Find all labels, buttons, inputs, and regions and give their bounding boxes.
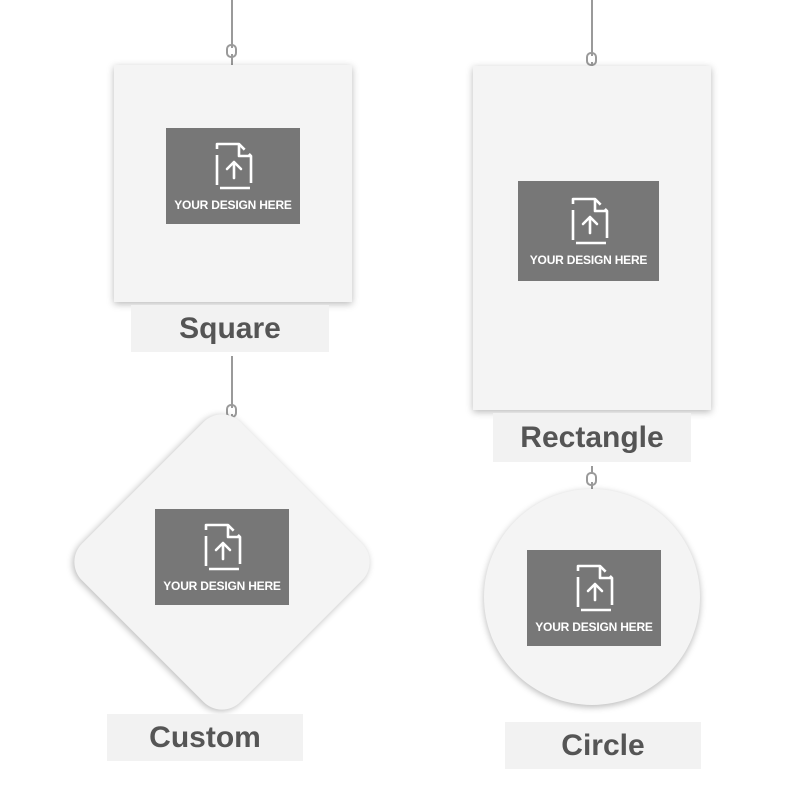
hanging-wire: [231, 0, 233, 48]
shape-label-circle: Circle: [505, 722, 701, 769]
hanging-wire: [591, 0, 593, 56]
design-placeholder[interactable]: YOUR DESIGN HERE: [155, 509, 289, 605]
shape-label-custom: Custom: [107, 714, 303, 761]
placeholder-text: YOUR DESIGN HERE: [535, 620, 653, 634]
file-upload-icon: [571, 197, 608, 245]
rectangle-sign: YOUR DESIGN HERE: [473, 66, 711, 410]
design-placeholder[interactable]: YOUR DESIGN HERE: [518, 181, 659, 281]
shape-label-square: Square: [131, 305, 329, 352]
shape-label-rectangle: Rectangle: [493, 413, 691, 462]
placeholder-text: YOUR DESIGN HERE: [174, 198, 292, 212]
file-upload-icon: [576, 564, 614, 612]
square-sign: YOUR DESIGN HERE: [114, 65, 352, 302]
placeholder-text: YOUR DESIGN HERE: [529, 253, 648, 267]
file-upload-icon: [215, 142, 253, 190]
design-placeholder[interactable]: YOUR DESIGN HERE: [166, 128, 300, 224]
hanging-wire: [591, 466, 593, 474]
hanging-wire: [591, 62, 593, 68]
hanging-wire: [231, 356, 233, 408]
file-upload-icon: [204, 523, 242, 571]
hanging-wire: [591, 482, 593, 492]
design-placeholder[interactable]: YOUR DESIGN HERE: [527, 550, 661, 646]
placeholder-text: YOUR DESIGN HERE: [163, 579, 281, 593]
hanging-wire: [231, 54, 233, 66]
